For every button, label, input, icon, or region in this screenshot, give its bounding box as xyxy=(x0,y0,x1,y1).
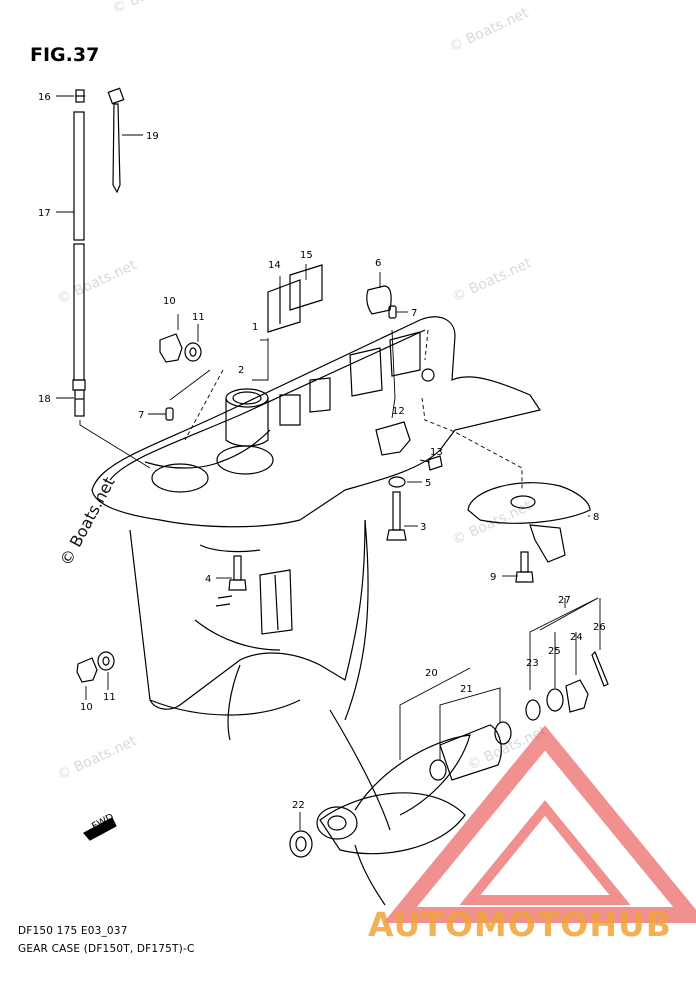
bracket xyxy=(375,421,411,456)
watermark-top-right: © Boats.net xyxy=(447,5,532,56)
lower-plug-and-washer xyxy=(76,651,115,683)
trim-tab-anode xyxy=(467,482,591,563)
callout-23: 23 xyxy=(526,658,539,669)
washer-25 xyxy=(546,688,564,712)
upper-plug-and-washer xyxy=(159,333,202,363)
callout-20: 20 xyxy=(425,668,438,679)
short-bolt-left xyxy=(228,555,247,591)
callout-9: 9 xyxy=(490,572,496,583)
gear-case-housing xyxy=(91,316,541,741)
footer-caption: GEAR CASE (DF150T, DF175T)-C xyxy=(18,943,195,955)
callout-11-bottom: 11 xyxy=(103,692,116,703)
callout-12: 12 xyxy=(392,406,405,417)
leader-lines xyxy=(56,95,601,830)
callout-1: 1 xyxy=(252,322,258,333)
cotter-pin xyxy=(591,650,609,687)
watermark-top-left: © Boats.net xyxy=(110,0,195,18)
water-tube-assembly xyxy=(72,89,86,417)
screw xyxy=(427,455,443,471)
callout-4: 4 xyxy=(205,574,211,585)
callout-11-top: 11 xyxy=(192,312,205,323)
cable-tie xyxy=(107,87,125,194)
callout-26: 26 xyxy=(593,622,606,633)
callout-10-top: 10 xyxy=(163,296,176,307)
figure-title: FIG.37 xyxy=(30,44,100,66)
dowel-pin-left xyxy=(165,407,174,421)
short-bolt-right xyxy=(515,551,534,583)
callout-22: 22 xyxy=(292,800,305,811)
watermark-left: © Boats.net xyxy=(55,257,140,308)
callout-6: 6 xyxy=(375,258,381,269)
callout-7-right: 7 xyxy=(411,308,417,319)
footer-code: DF150 175 E03_037 xyxy=(18,925,128,937)
grommet xyxy=(366,285,392,315)
callout-5: 5 xyxy=(425,478,431,489)
callout-8: 8 xyxy=(593,512,599,523)
callout-3: 3 xyxy=(420,522,426,533)
callout-21: 21 xyxy=(460,684,473,695)
callout-2: 2 xyxy=(238,365,244,376)
automotohub-logo-triangle xyxy=(383,725,696,923)
thrust-washer xyxy=(525,699,541,721)
fwd-arrow xyxy=(83,817,117,841)
watermarks: © Boats.net © Boats.net © Boats.net © Bo… xyxy=(55,0,550,784)
callout-10-bottom: 10 xyxy=(80,702,93,713)
callout-14: 14 xyxy=(268,260,281,271)
spacer-ring xyxy=(289,830,313,858)
callout-24: 24 xyxy=(570,632,583,643)
callout-15: 15 xyxy=(300,250,313,261)
callout-13: 13 xyxy=(430,447,443,458)
long-bolt xyxy=(386,491,407,541)
brand-logo-text: AUTOMOTOHUB xyxy=(368,905,672,944)
callout-7-left: 7 xyxy=(138,410,144,421)
propeller xyxy=(316,709,471,906)
callout-labels: 1 2 3 4 5 6 7 7 8 9 10 10 11 11 12 13 14… xyxy=(38,92,606,833)
callout-19: 19 xyxy=(146,131,159,142)
callout-17: 17 xyxy=(38,208,51,219)
washer xyxy=(388,476,406,488)
clip-parts xyxy=(267,264,323,333)
callout-25: 25 xyxy=(548,646,561,657)
watermark-right: © Boats.net xyxy=(450,255,535,306)
watermark-bottom-left: © Boats.net xyxy=(55,733,140,784)
propeller-nut xyxy=(565,679,589,713)
callout-27: 27 xyxy=(558,595,571,606)
callout-18: 18 xyxy=(38,394,51,405)
spacer-bushing xyxy=(429,721,512,781)
callout-16: 16 xyxy=(38,92,51,103)
